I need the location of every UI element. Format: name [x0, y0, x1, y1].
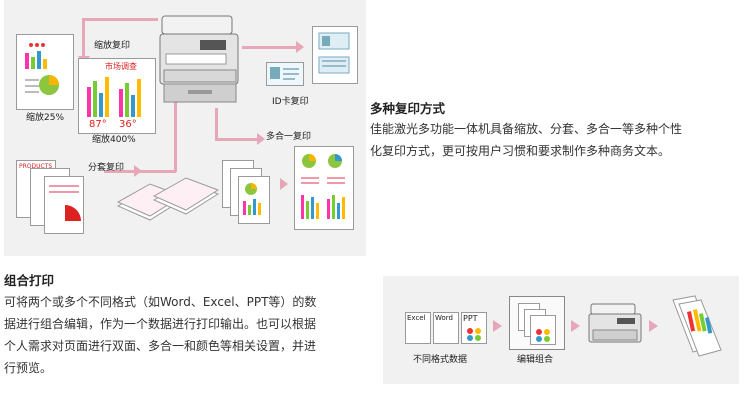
multifunction-printer — [158, 10, 244, 106]
print-arrow-1 — [493, 320, 502, 332]
word-label: Word — [435, 314, 453, 322]
sort-source-graphic — [49, 185, 81, 221]
enlarged-bar-graphic — [87, 77, 141, 117]
ppt-document: PPT — [461, 312, 487, 344]
print-section-body: 可将两个或多个不同格式（如Word、Excel、PPT等）的数 据进行组合编辑，… — [4, 291, 316, 379]
small-chart-document — [16, 34, 74, 110]
excel-label: Excel — [407, 314, 426, 322]
zoom-arrow-line — [82, 18, 158, 21]
print-line-2: 据进行组合编辑，作为一个数据进行打印输出。也可以根据 — [4, 317, 317, 331]
print-arrow-2 — [571, 320, 580, 332]
copy-section-body: 佳能激光多功能一体机具备缩放、分套、多合一等多种个性 化复印方式，更可按用户习惯… — [370, 118, 682, 162]
combine-doc-3 — [530, 315, 556, 345]
sorted-stacks-graphic — [116, 177, 220, 221]
merge-arrowhead — [280, 178, 288, 190]
id-card-copy-label: ID卡复印 — [272, 97, 309, 107]
nin1-arrowhead — [257, 133, 265, 145]
copy-line-1: 佳能激光多功能一体机具备缩放、分套、多合一等多种个性 — [370, 122, 683, 136]
excel-document: Excel — [405, 312, 431, 344]
zoom-arrow-drop — [82, 18, 85, 60]
nin1-result-graphic — [301, 154, 345, 219]
shrink-25-label: 缩放25% — [26, 113, 65, 123]
sort-source-3 — [44, 176, 84, 234]
id-copy-graphic — [318, 32, 350, 74]
nin1-arrow-line — [215, 138, 259, 141]
nin1-source-graphic — [243, 183, 261, 215]
doc-title: 市场调查 — [105, 62, 137, 71]
sort-copy-label: 分套复印 — [88, 163, 125, 173]
id-card-graphic — [270, 67, 299, 80]
id-card — [266, 62, 304, 86]
n-in-one-copy-label: 多合一复印 — [266, 132, 312, 142]
ppt-dots-graphic — [467, 328, 481, 341]
enlarged-document: 市场调查 87° 36° — [78, 58, 156, 134]
output-pages-graphic — [672, 295, 722, 357]
percent-a: 87° — [89, 119, 107, 130]
print-line-1: 可将两个或多个不同格式（如Word、Excel、PPT等）的数 — [4, 295, 317, 309]
combine-label: 编辑组合 — [517, 355, 554, 365]
word-document: Word — [433, 312, 459, 344]
nin1-arrow-drop — [215, 108, 218, 140]
id-copy-result — [312, 26, 358, 84]
combine-dots-graphic — [536, 329, 550, 342]
printer-icon — [159, 15, 239, 103]
small-chart-graphic — [25, 43, 59, 95]
sort-arrowhead — [134, 165, 142, 177]
copy-section-title: 多种复印方式 — [370, 101, 446, 116]
formats-label: 不同格式数据 — [413, 355, 468, 365]
print-arrow-3 — [649, 320, 658, 332]
combine-box — [509, 296, 565, 350]
percent-b: 36° — [119, 119, 137, 130]
products-label-1: PRODUCTS — [19, 163, 53, 170]
print-diagram-panel: Excel Word PPT 不同格式数据 编辑组合 — [383, 276, 739, 384]
copy-diagram-panel: 缩放复印 ID卡复印 多合一复印 分套复印 缩放25% 缩放400% 市场调查 … — [4, 0, 366, 256]
small-printer-icon — [588, 303, 642, 343]
id-arrow-line — [242, 46, 298, 49]
sort-arrow-drop — [174, 100, 177, 172]
shrink-400-label: 缩放400% — [92, 135, 136, 145]
nin1-source-3 — [238, 176, 270, 224]
ppt-label: PPT — [463, 314, 478, 323]
copy-line-2: 化复印方式，更可按用户习惯和要求制作多种商务文本。 — [370, 144, 671, 158]
print-line-4: 行预览。 — [4, 361, 53, 375]
nin1-result — [294, 146, 354, 230]
print-section-title: 组合打印 — [4, 273, 55, 288]
zoom-copy-label: 缩放复印 — [94, 41, 131, 51]
id-arrowhead — [296, 41, 304, 53]
print-line-3: 个人需求对页面进行双面、多合一和颜色等相关设置，并进 — [4, 339, 317, 353]
